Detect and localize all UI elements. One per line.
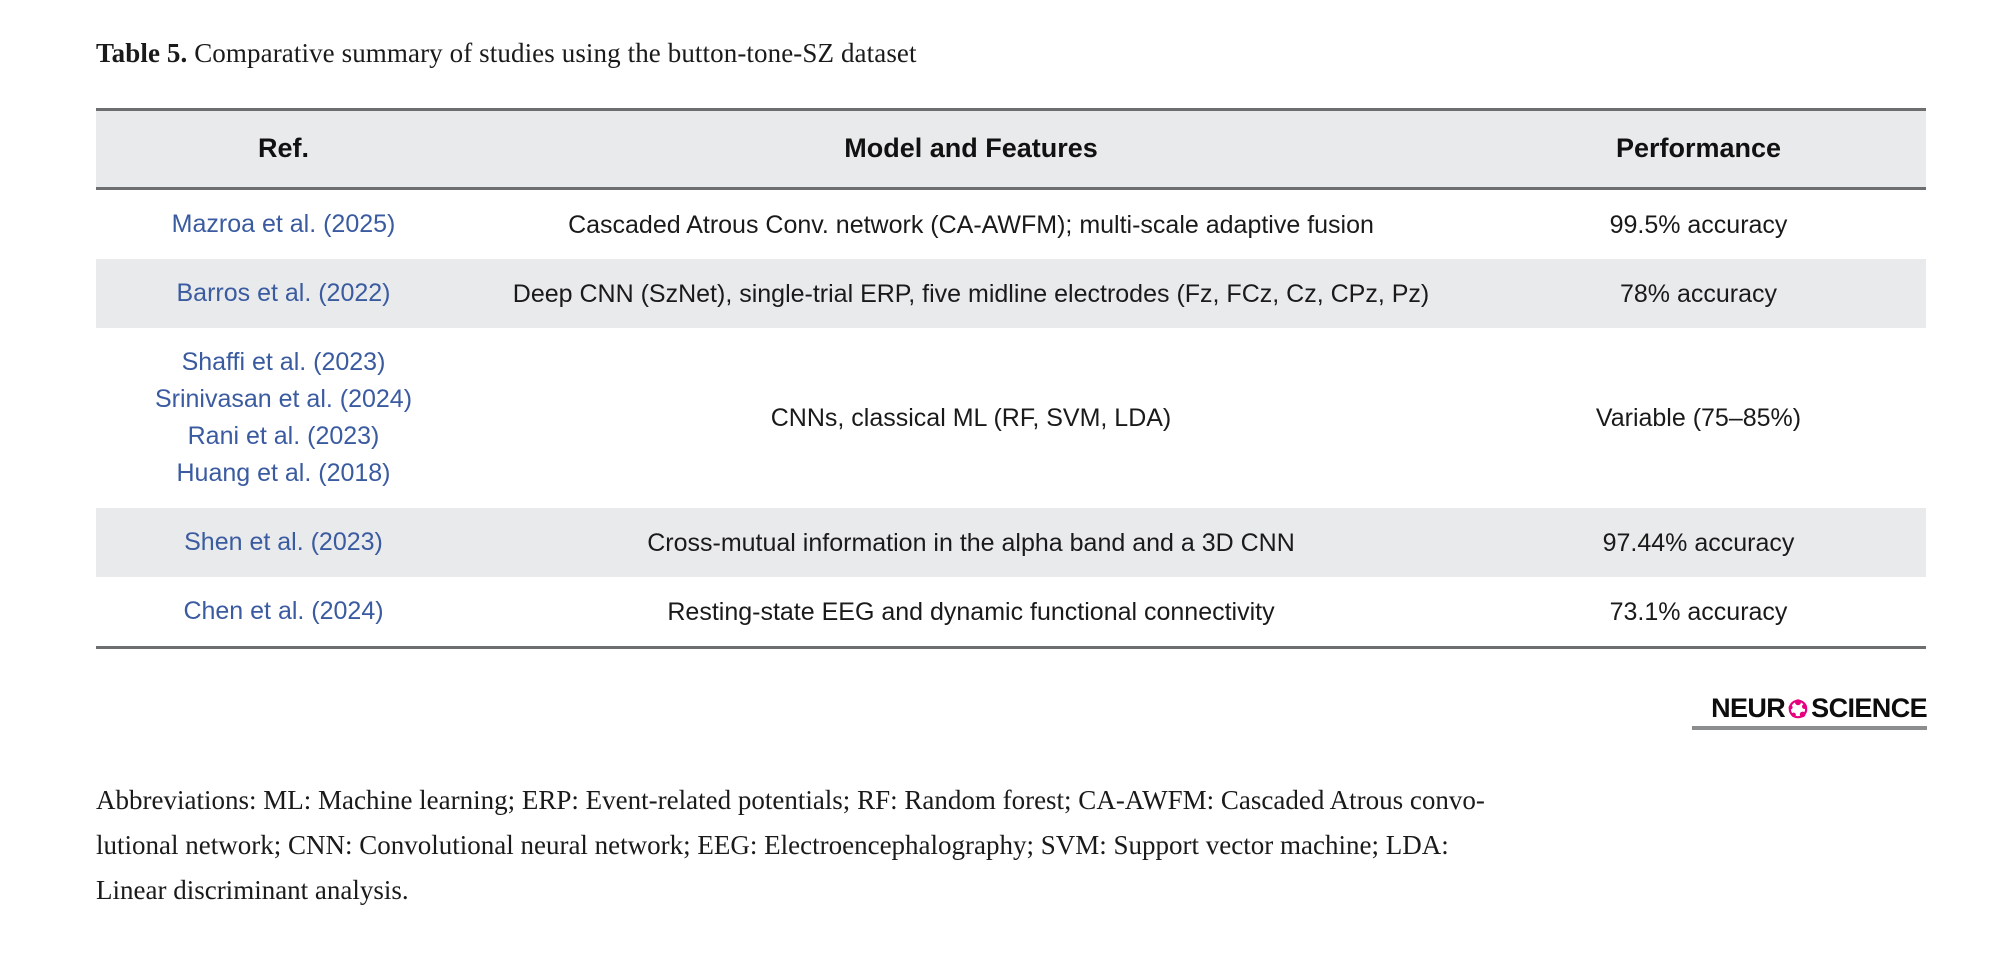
cell-model-and-features: Cascaded Atrous Conv. network (CA-AWFM);… — [471, 188, 1471, 259]
cell-performance: 73.1% accuracy — [1471, 577, 1926, 649]
cell-performance: 78% accuracy — [1471, 259, 1926, 328]
reference-link[interactable]: Shen et al. (2023) — [184, 528, 383, 556]
journal-logo-wordmark: NEUR SCIENCE — [1711, 693, 1928, 723]
logo-underline — [1692, 726, 1927, 730]
table-head: Ref. Model and Features Performance — [96, 108, 1926, 190]
cell-reference: Chen et al. (2024) — [96, 577, 471, 649]
reference-link[interactable]: Barros et al. (2022) — [176, 279, 391, 307]
cell-model-and-features: Resting-state EEG and dynamic functional… — [471, 577, 1471, 649]
column-header-performance: Performance — [1471, 108, 1926, 190]
column-header-model: Model and Features — [471, 108, 1471, 190]
cell-performance: 97.44% accuracy — [1471, 508, 1926, 577]
caption-label: Table 5. — [96, 38, 188, 68]
table-row: Mazroa et al. (2025) Cascaded Atrous Conv… — [96, 188, 1926, 259]
logo-text-right: SCIENCE — [1811, 693, 1927, 723]
cell-reference: Barros et al. (2022) — [96, 259, 471, 328]
footnote-line-1: Abbreviations: ML: Machine learning; ERP… — [96, 785, 1485, 815]
cell-performance: Variable (75–85%) — [1471, 328, 1926, 508]
reference-link[interactable]: Huang et al. (2018) — [176, 459, 391, 487]
abbreviations-footnote: Abbreviations: ML: Machine learning; ERP… — [96, 778, 1934, 913]
cell-model-and-features: Deep CNN (SzNet), single-trial ERP, five… — [471, 259, 1471, 328]
journal-logo: NEUR SCIENCE — [1692, 693, 1928, 730]
reference-link[interactable]: Shaffi et al. (2023) — [181, 348, 386, 376]
table-row: Shaffi et al. (2023) Srinivasan et al. (2… — [96, 328, 1926, 508]
comparative-summary-table: Ref. Model and Features Performance Mazr… — [96, 108, 1926, 649]
cell-model-and-features: Cross-mutual information in the alpha ba… — [471, 508, 1471, 577]
cell-reference: Mazroa et al. (2025) — [96, 188, 471, 259]
logo-text-left: NEUR — [1711, 693, 1786, 723]
table-row: Barros et al. (2022) Deep CNN (SzNet), si… — [96, 259, 1926, 328]
reference-link[interactable]: Srinivasan et al. (2024) — [154, 385, 413, 413]
footnote-line-3: Linear discriminant analysis. — [96, 875, 409, 905]
caption-text: Comparative summary of studies using the… — [187, 38, 917, 68]
reference-link[interactable]: Mazroa et al. (2025) — [171, 210, 396, 238]
reference-link[interactable]: Rani et al. (2023) — [187, 422, 380, 450]
table-caption: Table 5. Comparative summary of studies … — [96, 36, 1926, 70]
cell-performance: 99.5% accuracy — [1471, 188, 1926, 259]
footnote-line-2: lutional network; CNN: Convolutional neu… — [96, 830, 1449, 860]
table-header-row: Ref. Model and Features Performance — [96, 108, 1926, 190]
table-container: Ref. Model and Features Performance Mazr… — [96, 108, 1926, 649]
neuron-cell-icon — [1785, 696, 1811, 722]
cell-reference: Shaffi et al. (2023) Srinivasan et al. (2… — [96, 328, 471, 508]
table-body: Mazroa et al. (2025) Cascaded Atrous Conv… — [96, 188, 1926, 649]
cell-reference: Shen et al. (2023) — [96, 508, 471, 577]
column-header-ref: Ref. — [96, 108, 471, 190]
table-row: Shen et al. (2023) Cross-mutual informati… — [96, 508, 1926, 577]
cell-model-and-features: CNNs, classical ML (RF, SVM, LDA) — [471, 328, 1471, 508]
reference-link[interactable]: Chen et al. (2024) — [183, 597, 384, 625]
table-row: Chen et al. (2024) Resting-state EEG and … — [96, 577, 1926, 649]
